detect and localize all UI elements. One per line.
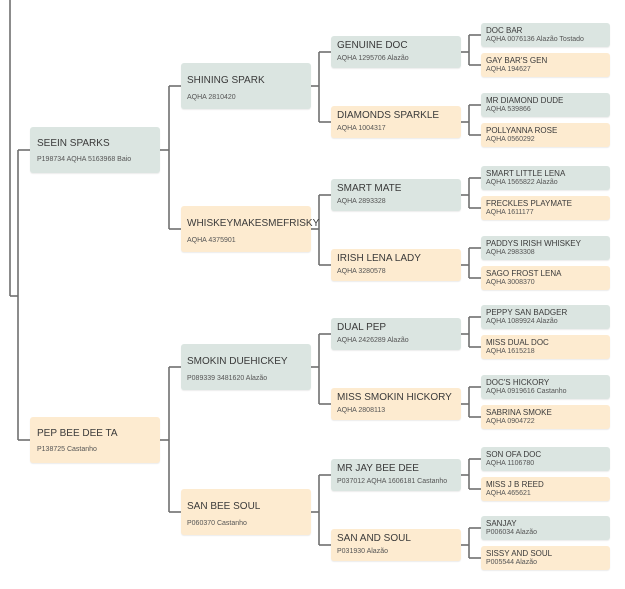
horse-name: MISS DUAL DOC bbox=[486, 338, 549, 347]
horse-registration: AQHA 4375901 bbox=[187, 237, 236, 244]
horse-name: MISS J B REED bbox=[486, 480, 544, 489]
horse-name: SMOKIN DUEHICKEY bbox=[187, 356, 288, 367]
horse-name: SMART MATE bbox=[337, 183, 402, 194]
horse-name: SAN BEE SOUL bbox=[187, 501, 261, 512]
horse-registration: P089339 3481620 Alazão bbox=[187, 375, 268, 382]
horse-name: IRISH LENA LADY bbox=[337, 253, 421, 264]
horse-registration: P060370 Castanho bbox=[187, 520, 247, 527]
node-dam-dam[interactable]: SAN BEE SOUL P060370 Castanho bbox=[181, 489, 311, 535]
node-ddsd[interactable]: MISS J B REED AQHA 465621 bbox=[481, 477, 610, 501]
horse-registration: AQHA 1089924 Alazão bbox=[486, 318, 558, 325]
horse-registration: AQHA 465621 bbox=[486, 490, 531, 497]
horse-name: SAGO FROST LENA bbox=[486, 269, 562, 278]
horse-name: SON OFA DOC bbox=[486, 450, 542, 459]
horse-registration: AQHA 0904722 bbox=[486, 418, 535, 425]
horse-name: SHINING SPARK bbox=[187, 75, 265, 86]
horse-registration: AQHA 1004317 bbox=[337, 125, 386, 132]
horse-name: POLLYANNA ROSE bbox=[486, 126, 558, 135]
horse-name: SEEIN SPARKS bbox=[37, 138, 110, 149]
horse-registration: AQHA 0560292 bbox=[486, 136, 535, 143]
node-sddd[interactable]: SAGO FROST LENA AQHA 3008370 bbox=[481, 266, 610, 290]
node-sdsd[interactable]: FRECKLES PLAYMATE AQHA 1611177 bbox=[481, 196, 610, 220]
horse-name: MR JAY BEE DEE bbox=[337, 463, 419, 474]
node-sds[interactable]: SMART MATE AQHA 2893328 bbox=[331, 179, 461, 211]
node-sssd[interactable]: GAY BAR'S GEN AQHA 194627 bbox=[481, 53, 610, 77]
horse-registration: AQHA 2808113 bbox=[337, 407, 386, 414]
node-ssdd[interactable]: POLLYANNA ROSE AQHA 0560292 bbox=[481, 123, 610, 147]
node-sss[interactable]: GENUINE DOC AQHA 1295706 Alazão bbox=[331, 36, 461, 68]
horse-registration: AQHA 2426289 Alazão bbox=[337, 337, 409, 344]
horse-registration: AQHA 3008370 bbox=[486, 279, 535, 286]
horse-registration: P005544 Alazão bbox=[486, 559, 537, 566]
node-sire-sire[interactable]: SHINING SPARK AQHA 2810420 bbox=[181, 63, 311, 109]
node-dsds[interactable]: DOC'S HICKORY AQHA 0919616 Castanho bbox=[481, 375, 610, 399]
horse-registration: AQHA 1295706 Alazão bbox=[337, 55, 409, 62]
horse-name: PEP BEE DEE TA bbox=[37, 428, 118, 439]
horse-registration: AQHA 3280578 bbox=[337, 268, 386, 275]
node-ssd[interactable]: DIAMONDS SPARKLE AQHA 1004317 bbox=[331, 106, 461, 138]
horse-registration: AQHA 2983308 bbox=[486, 249, 535, 256]
horse-registration: P198734 AQHA 5163968 Baio bbox=[37, 156, 132, 163]
horse-name: WHISKEYMAKESMEFRISKY bbox=[187, 218, 320, 229]
horse-registration: AQHA 2893328 bbox=[337, 198, 386, 205]
horse-name: MR DIAMOND DUDE bbox=[486, 96, 564, 105]
horse-name: SAN AND SOUL bbox=[337, 533, 411, 544]
node-dam[interactable]: PEP BEE DEE TA P138725 Castanho bbox=[30, 417, 160, 463]
horse-registration: AQHA 194627 bbox=[486, 66, 531, 73]
node-sire[interactable]: SEEIN SPARKS P198734 AQHA 5163968 Baio bbox=[30, 127, 160, 173]
node-dds[interactable]: MR JAY BEE DEE P037012 AQHA 1606181 Cast… bbox=[331, 459, 461, 491]
node-dssd[interactable]: MISS DUAL DOC AQHA 1615218 bbox=[481, 335, 610, 359]
node-ddss[interactable]: SON OFA DOC AQHA 1106780 bbox=[481, 447, 610, 471]
node-dsd[interactable]: MISS SMOKIN HICKORY AQHA 2808113 bbox=[331, 388, 461, 420]
horse-registration: AQHA 539866 bbox=[486, 106, 531, 113]
horse-registration: AQHA 0076136 Alazão Tostado bbox=[486, 36, 584, 43]
node-sire-dam[interactable]: WHISKEYMAKESMEFRISKY AQHA 4375901 bbox=[181, 206, 320, 252]
node-dddd[interactable]: SISSY AND SOUL P005544 Alazão bbox=[481, 546, 610, 570]
horse-name: FRECKLES PLAYMATE bbox=[486, 199, 572, 208]
horse-name: SMART LITTLE LENA bbox=[486, 169, 566, 178]
node-ddds[interactable]: SANJAY P006034 Alazão bbox=[481, 516, 610, 540]
horse-registration: AQHA 1615218 bbox=[486, 348, 535, 355]
horse-registration: AQHA 1106780 bbox=[486, 460, 535, 467]
horse-name: DOC'S HICKORY bbox=[486, 378, 550, 387]
horse-name: DUAL PEP bbox=[337, 322, 387, 333]
horse-name: SANJAY bbox=[486, 519, 517, 528]
horse-name: MISS SMOKIN HICKORY bbox=[337, 392, 452, 403]
node-dsss[interactable]: PEPPY SAN BADGER AQHA 1089924 Alazão bbox=[481, 305, 610, 329]
horse-name: GENUINE DOC bbox=[337, 40, 408, 51]
node-dsdd[interactable]: SABRINA SMOKE AQHA 0904722 bbox=[481, 405, 610, 429]
horse-registration: P031930 Alazão bbox=[337, 548, 388, 555]
horse-name: DOC BAR bbox=[486, 26, 523, 35]
horse-name: PEPPY SAN BADGER bbox=[486, 308, 568, 317]
horse-name: SABRINA SMOKE bbox=[486, 408, 552, 417]
node-dam-sire[interactable]: SMOKIN DUEHICKEY P089339 3481620 Alazão bbox=[181, 344, 311, 390]
horse-name: SISSY AND SOUL bbox=[486, 549, 553, 558]
horse-registration: AQHA 2810420 bbox=[187, 94, 236, 101]
node-sdd[interactable]: IRISH LENA LADY AQHA 3280578 bbox=[331, 249, 461, 281]
horse-registration: P037012 AQHA 1606181 Castanho bbox=[337, 478, 448, 485]
horse-name: PADDYS IRISH WHISKEY bbox=[486, 239, 581, 248]
node-dss[interactable]: DUAL PEP AQHA 2426289 Alazão bbox=[331, 318, 461, 350]
horse-registration: AQHA 0919616 Castanho bbox=[486, 388, 567, 395]
horse-registration: AQHA 1611177 bbox=[486, 209, 534, 216]
horse-name: GAY BAR'S GEN bbox=[486, 56, 548, 65]
horse-registration: P006034 Alazão bbox=[486, 529, 537, 536]
node-sdss[interactable]: SMART LITTLE LENA AQHA 1565822 Alazão bbox=[481, 166, 610, 190]
node-ssds[interactable]: MR DIAMOND DUDE AQHA 539866 bbox=[481, 93, 610, 117]
node-ddd[interactable]: SAN AND SOUL P031930 Alazão bbox=[331, 529, 461, 561]
node-ssss[interactable]: DOC BAR AQHA 0076136 Alazão Tostado bbox=[481, 23, 610, 47]
horse-registration: AQHA 1565822 Alazão bbox=[486, 179, 558, 186]
horse-registration: P138725 Castanho bbox=[37, 446, 97, 453]
node-sdds[interactable]: PADDYS IRISH WHISKEY AQHA 2983308 bbox=[481, 236, 610, 260]
horse-name: DIAMONDS SPARKLE bbox=[337, 110, 440, 121]
